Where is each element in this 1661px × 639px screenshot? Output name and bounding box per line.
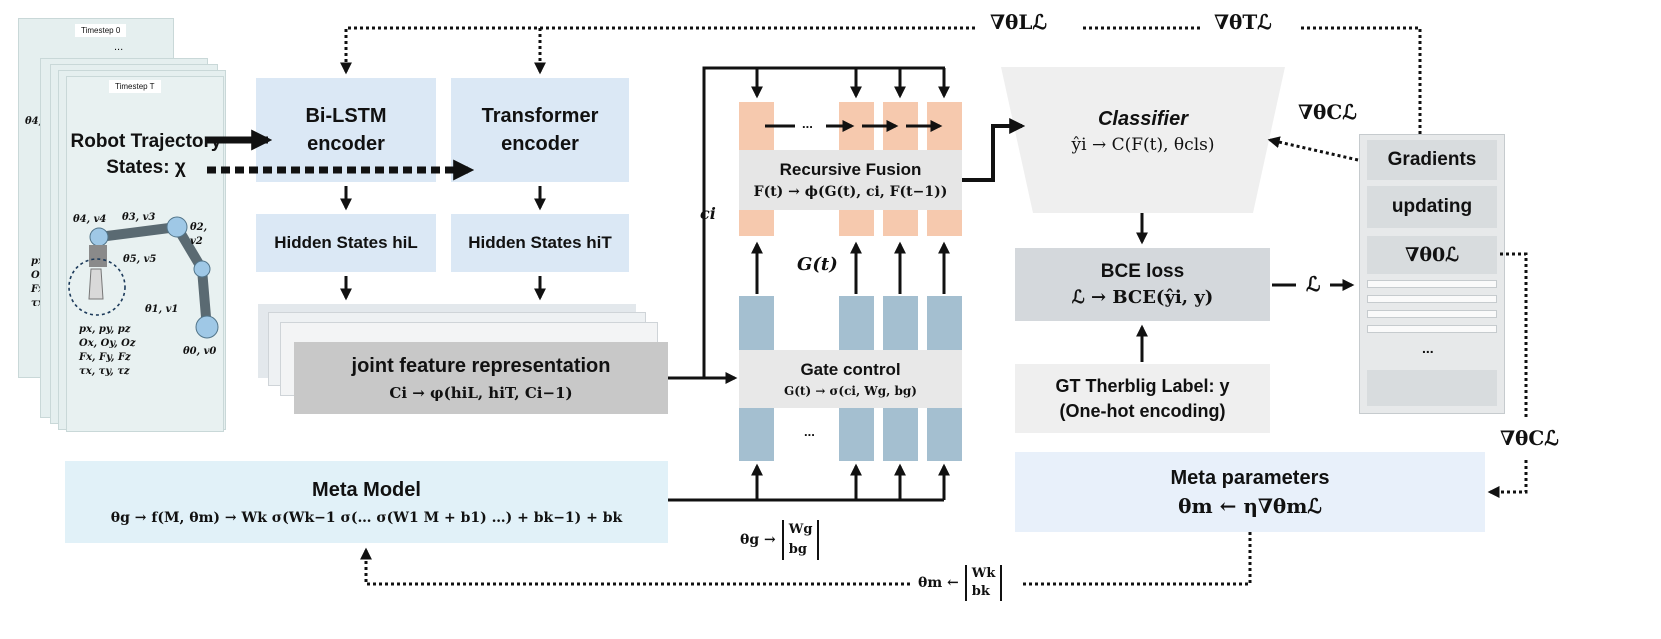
gt-line-1: GT Therblig Label: y [1055,375,1230,396]
G-label: G(t) [797,254,838,275]
gt-line-2: (One-hot encoding) [1059,400,1226,421]
joint-label-theta5: θ5, v5 [123,254,157,265]
timestep-ellipsis: ... [114,41,124,53]
meta-model-formula: θg → f(M, θm) → Wk σ(Wk−1 σ(… σ(W1 M + b… [110,509,623,526]
gradient-bar-4 [1367,325,1497,333]
gate-control-formula: G(t) → σ(ci, Wg, bg) [784,384,917,398]
grad-label-C-upper: ∇θCℒ [1298,100,1357,124]
theta-g-matrix-b: bg [788,542,807,557]
timestep-0-chip: Timestep 0 [75,24,127,37]
gradient-bar-1 [1367,280,1497,288]
recursive-fusion-title: Recursive Fusion [779,160,922,179]
pose-line-1: Ox, Oy, Oz [79,338,136,349]
back-joint-label: θ4, v [25,116,52,127]
pose-line-3: τx, τy, τz [79,366,130,377]
gate-dots: ... [804,424,815,439]
meta-parameters: Meta parameters θm ← η∇θmℒ [1015,452,1485,532]
joint-label-theta2: θ2, v2 [190,222,208,247]
gate-control: Gate control G(t) → σ(ci, Wg, bg) [739,350,962,408]
pose-line-2: Fx, Fy, Fz [79,352,131,363]
classifier-formula: ŷi → C(F(t), θcls) [1071,134,1215,155]
gradients-label: Gradients [1367,140,1497,180]
gate-control-title: Gate control [800,360,901,379]
bce-loss-formula: ℒ → BCE(ŷi, y) [1071,287,1214,308]
theta0-gradient: ∇θ0ℒ [1367,236,1497,274]
meta-model: Meta Model θg → f(M, θm) → Wk σ(Wk−1 σ(…… [65,461,668,543]
back-pose-2: Fx [31,284,45,295]
updating-label: updating [1367,186,1497,228]
hidden-states-T: Hidden States hiT [451,214,629,272]
back-pose-3: τx [31,298,44,309]
robot-arm-illustration [68,216,219,339]
joint-feature-representation: joint feature representation Ci → φ(hiL,… [294,342,668,414]
pose-line-0: px, py, pz [79,324,131,335]
transformer-encoder: Transformer encoder [451,78,629,182]
gradient-bar-2 [1367,295,1497,303]
bilstm-encoder: Bi-LSTM encoder [256,78,436,182]
joint-label-theta4: θ4, v4 [73,214,107,225]
classifier-trapezoid [1001,67,1285,213]
gradient-bar-5 [1367,370,1497,406]
theta-m-label: θm ← Wk bk [918,565,1003,601]
meta-model-title: Meta Model [312,478,421,501]
bce-loss: BCE loss ℒ → BCE(ŷi, y) [1015,248,1270,321]
grad-label-C-lower: ∇θCℒ [1500,426,1559,450]
theta-g-label: θg → Wg bg [740,520,820,560]
joint-label-theta0: θ0, v0 [183,346,217,357]
grad-label-L: ∇θLℒ [990,10,1047,34]
joint-title: joint feature representation [351,354,611,377]
input-panel-timestep-T: Timestep T Robot Trajectory States: χ θ4… [66,76,224,432]
gradients-panel [1359,134,1505,414]
joint-label-theta1: θ1, v1 [145,304,179,315]
joint-formula: Ci → φ(hiL, hiT, Ci−1) [389,383,573,402]
back-pose-1: Ox [31,270,46,281]
gt-therblig-label: GT Therblig Label: y (One-hot encoding) [1015,364,1270,433]
hidden-states-L: Hidden States hiL [256,214,436,272]
back-pose-0: px [31,256,44,267]
recursive-fusion: Recursive Fusion F(t) → ϕ(G(t), ci, F(t−… [739,150,962,210]
classifier: Classifier ŷi → C(F(t), θcls) [1033,96,1253,166]
gradients-dots: ... [1422,340,1434,356]
theta-g-matrix-W: Wg [788,522,813,537]
timestep-T-chip: Timestep T [109,80,161,93]
bce-loss-title: BCE loss [1100,261,1185,282]
loss-output-label: ℒ [1306,272,1321,296]
meta-params-title: Meta parameters [1170,466,1330,489]
robot-states-title: Robot Trajectory States: χ [70,131,222,178]
classifier-title: Classifier [1097,107,1189,130]
joint-label-theta3: θ3, v3 [122,212,156,223]
recursive-dots: ... [802,116,813,131]
gradient-bar-3 [1367,310,1497,318]
meta-params-formula: θm ← η∇θmℒ [1178,493,1322,518]
grad-label-T: ∇θTℒ [1214,10,1272,34]
theta-m-matrix-b: bk [971,584,990,599]
recursive-fusion-formula: F(t) → ϕ(G(t), ci, F(t−1)) [753,184,948,200]
theta-m-matrix-W: Wk [971,566,996,581]
